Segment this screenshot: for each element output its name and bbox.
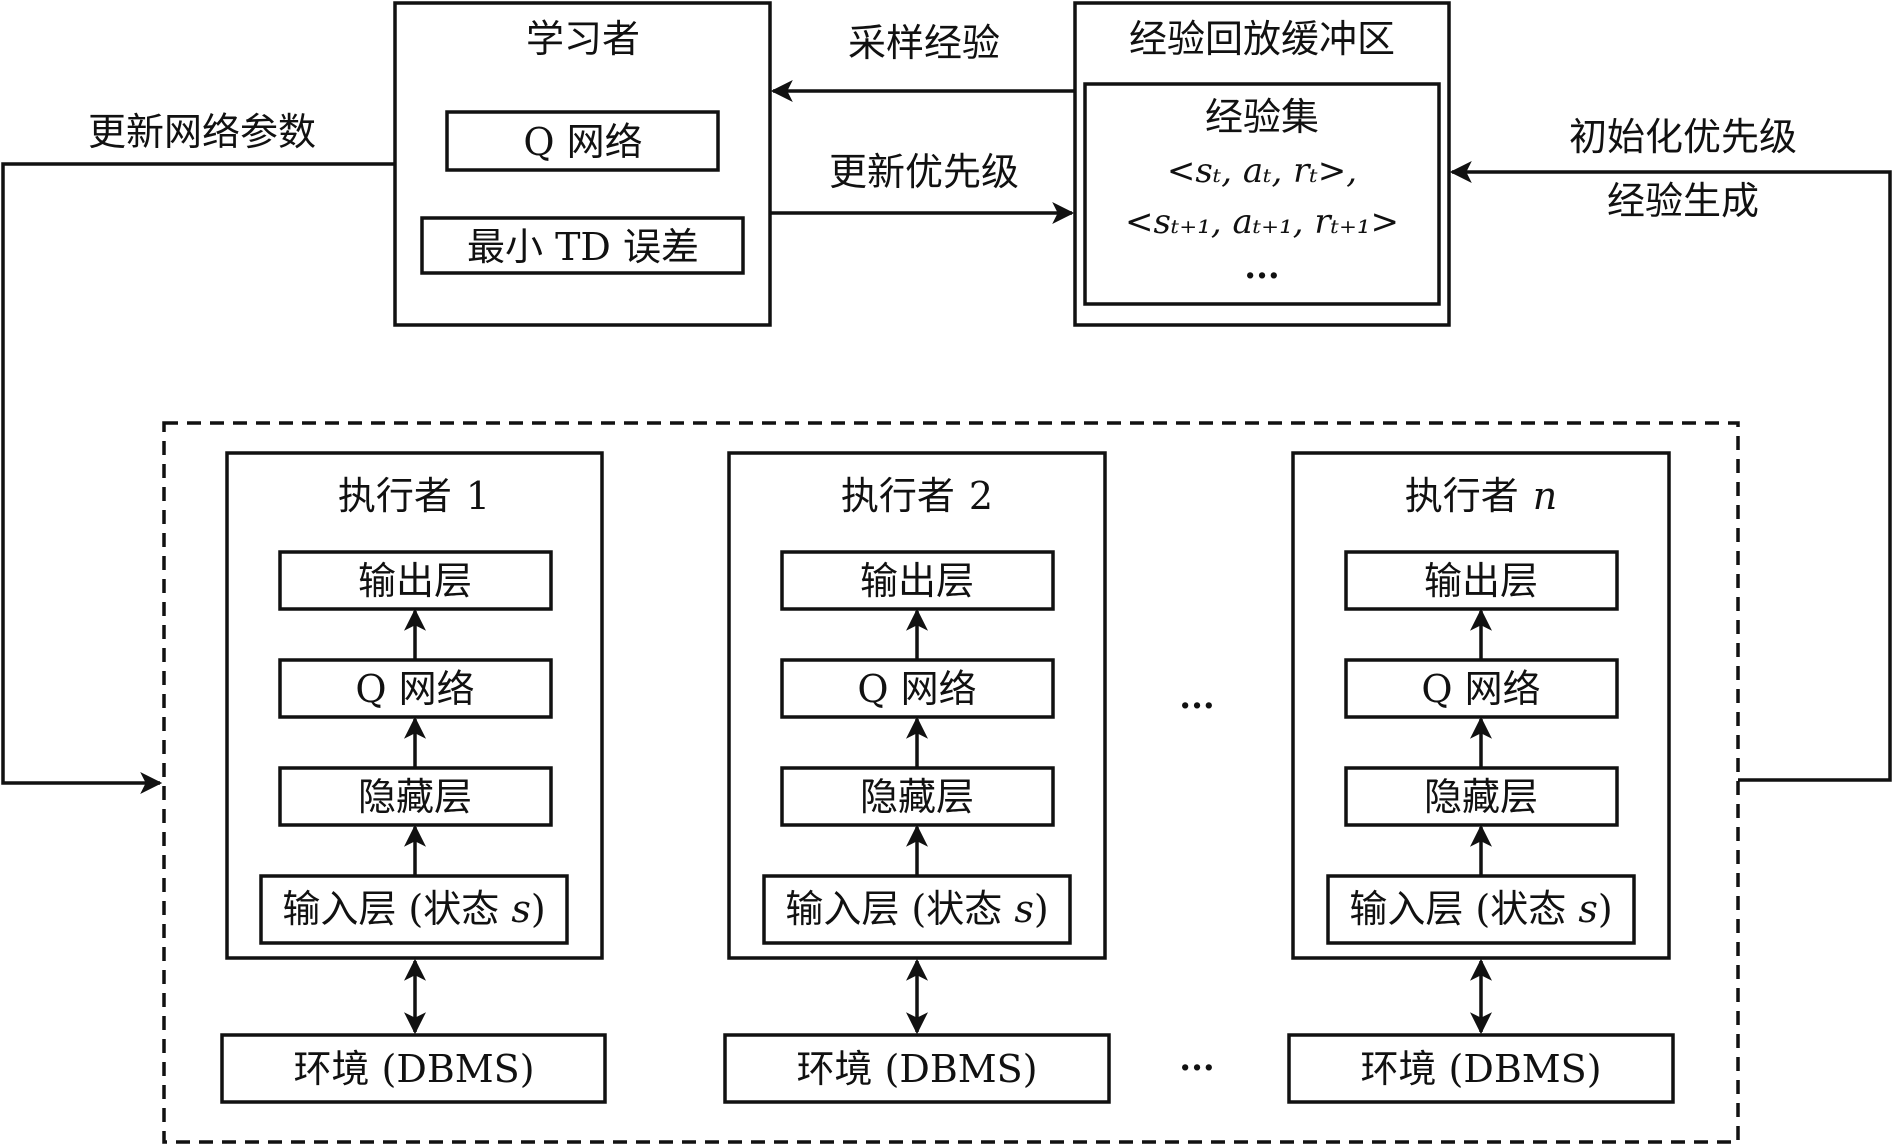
actor-n-input-layer-box <box>1326 874 1636 945</box>
init-priority-label: 初始化优先级 <box>1569 115 1797 159</box>
update-priority-label: 更新优先级 <box>829 150 1019 194</box>
actor-1-input-layer-box <box>259 874 569 945</box>
replay-buffer-box: 经验回放缓冲区 经验集 <sₜ, aₜ, rₜ>, <sₜ₊₁, aₜ₊₁, r… <box>1073 1 1451 327</box>
min-td-error-box <box>420 216 745 275</box>
update-network-params-arrow <box>1 162 395 794</box>
min-td-error-label: 最小 TD 误差 <box>467 225 699 269</box>
actor-n-hidden-layer-label: 隐藏层 <box>1424 775 1538 819</box>
actors-region <box>162 421 1740 1144</box>
actor-1-hidden-layer-label: 隐藏层 <box>358 775 472 819</box>
learner-title: 学习者 <box>526 17 640 61</box>
experience-generation-arrow <box>1449 161 1892 782</box>
actor-1-input-layer-label: 输入层 (状态 s) <box>282 887 545 931</box>
experience-ellipsis: ... <box>1244 247 1280 287</box>
actor-1-hidden-layer-box <box>278 766 553 827</box>
replay-buffer-title: 经验回放缓冲区 <box>1129 17 1395 61</box>
actor-n-environment-box <box>1287 1033 1675 1104</box>
sample-experience-label: 采样经验 <box>848 21 1000 65</box>
actor-2-input-layer-label: 输入层 (状态 s) <box>785 887 1048 931</box>
experience-generation-label: 经验生成 <box>1607 179 1759 223</box>
actor-1-environment-box <box>220 1033 607 1104</box>
actor-2-environment-box <box>723 1033 1111 1104</box>
actor-2-input-layer-box <box>762 874 1072 945</box>
actor-n-environment-label: 环境 (DBMS) <box>1360 1047 1601 1091</box>
environments-ellipsis: ... <box>1179 1039 1215 1079</box>
update-network-params-label: 更新网络参数 <box>88 110 316 154</box>
actor-2-environment-label: 环境 (DBMS) <box>796 1047 1037 1091</box>
experience-set-title: 经验集 <box>1205 95 1319 139</box>
experience-tuple-2: <sₜ₊₁, aₜ₊₁, rₜ₊₁> <box>1125 202 1399 242</box>
actor-n-input-layer-label: 输入层 (状态 s) <box>1349 887 1612 931</box>
actors-ellipsis: ... <box>1179 677 1215 717</box>
actor-1-q-network-label: Q 网络 <box>355 667 474 711</box>
experience-tuple-1: <sₜ, aₜ, rₜ>, <box>1167 151 1357 191</box>
actor-n-q-network-label: Q 网络 <box>1421 667 1540 711</box>
actor-2-hidden-layer-box <box>780 766 1055 827</box>
actor-2-output-layer-label: 输出层 <box>860 559 974 603</box>
actor-2-q-network-label: Q 网络 <box>857 667 976 711</box>
actor-n-q-network-box <box>1344 658 1619 719</box>
actor-1-output-layer-label: 输出层 <box>358 559 472 603</box>
actor-2-hidden-layer-label: 隐藏层 <box>860 775 974 819</box>
learner-q-network-label: Q 网络 <box>523 120 642 164</box>
actor-2-q-network-box <box>780 658 1055 719</box>
actor-1-environment-label: 环境 (DBMS) <box>293 1047 534 1091</box>
experience-set-box <box>1083 82 1441 306</box>
learner-box: 学习者 Q 网络 最小 TD 误差 <box>393 1 772 327</box>
learner-q-network-box <box>445 110 720 172</box>
actor-n-output-layer-label: 输出层 <box>1424 559 1538 603</box>
